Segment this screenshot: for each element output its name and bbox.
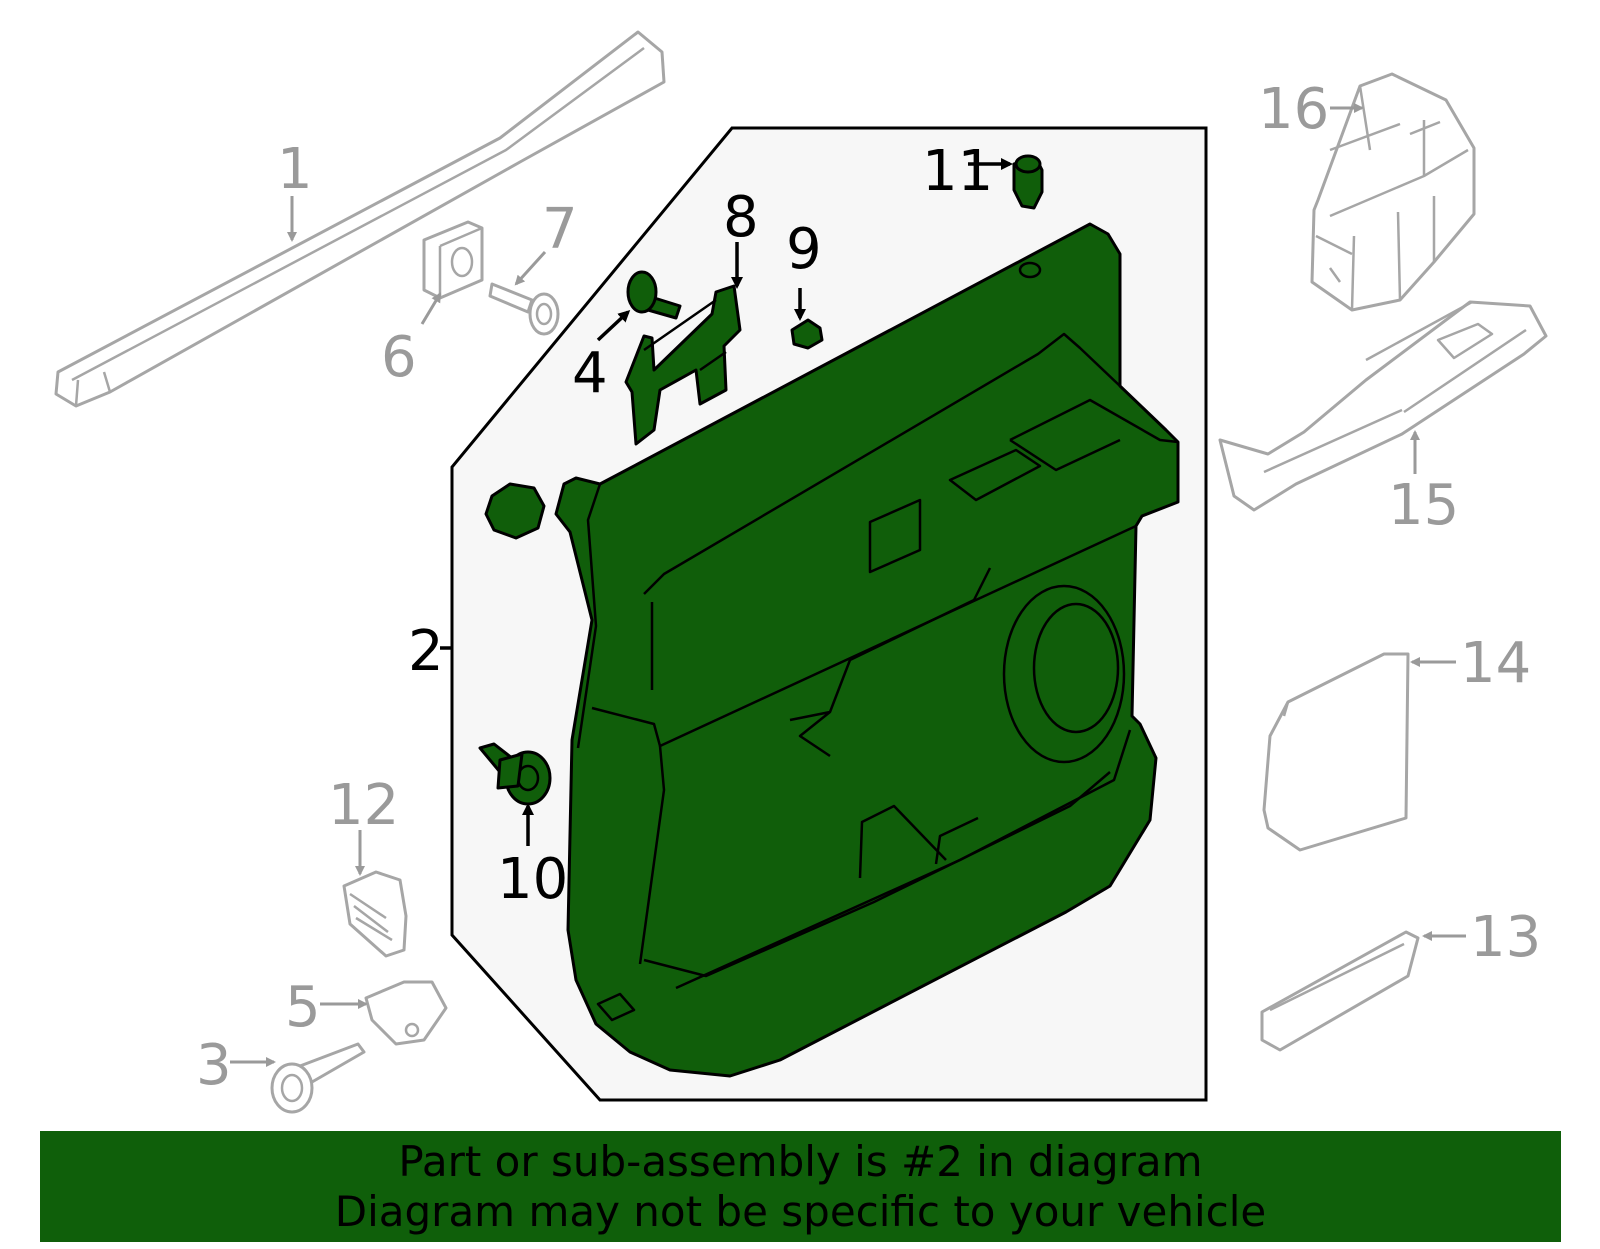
- part-2-retainer-cap: [484, 482, 546, 540]
- callout-1: 1: [277, 137, 313, 202]
- banner-line-2: Diagram may not be specific to your vehi…: [334, 1187, 1267, 1236]
- part-6-clip: [422, 220, 484, 300]
- callout-9: 9: [786, 217, 822, 282]
- part-14-panel: [1262, 652, 1410, 852]
- part-12-bracket: [342, 870, 408, 958]
- callout-3: 3: [196, 1033, 232, 1098]
- callout-12: 12: [328, 773, 399, 838]
- callout-5: 5: [285, 975, 321, 1040]
- part-3-bolt: [270, 1042, 366, 1114]
- callout-6: 6: [381, 325, 417, 390]
- part-4-stud: [626, 270, 682, 320]
- part-11-clip: [1012, 154, 1044, 210]
- callout-15: 15: [1388, 473, 1459, 538]
- callout-10: 10: [497, 847, 568, 912]
- part-8-bracket: [624, 284, 742, 446]
- parts-diagram: 1 2 3 4 5 6 7 8 9 10 11 12 13 14 15 16: [54, 30, 1548, 1114]
- part-7-screw: [488, 282, 560, 336]
- part-5-retainer: [364, 980, 448, 1046]
- part-16-switch-module: [1310, 72, 1476, 312]
- callout-4: 4: [572, 341, 608, 406]
- part-13-reflector: [1260, 930, 1420, 1052]
- part-15-bezel: [1218, 300, 1548, 512]
- banner-line-1: Part or sub-assembly is #2 in diagram: [398, 1137, 1203, 1186]
- part-2-door-trim-panel: [554, 222, 1180, 1078]
- notice-banner: Part or sub-assembly is #2 in diagram Di…: [40, 1131, 1561, 1242]
- callout-14: 14: [1460, 631, 1531, 696]
- callout-2: 2: [408, 619, 444, 684]
- callout-8: 8: [723, 185, 759, 250]
- callout-11: 11: [922, 139, 993, 204]
- callout-16: 16: [1258, 77, 1329, 142]
- part-9-plug: [790, 318, 824, 350]
- part-1-trim-strip: [54, 30, 666, 408]
- part-10-push-pin: [478, 742, 552, 806]
- callout-7: 7: [542, 197, 578, 262]
- callout-13: 13: [1470, 905, 1541, 970]
